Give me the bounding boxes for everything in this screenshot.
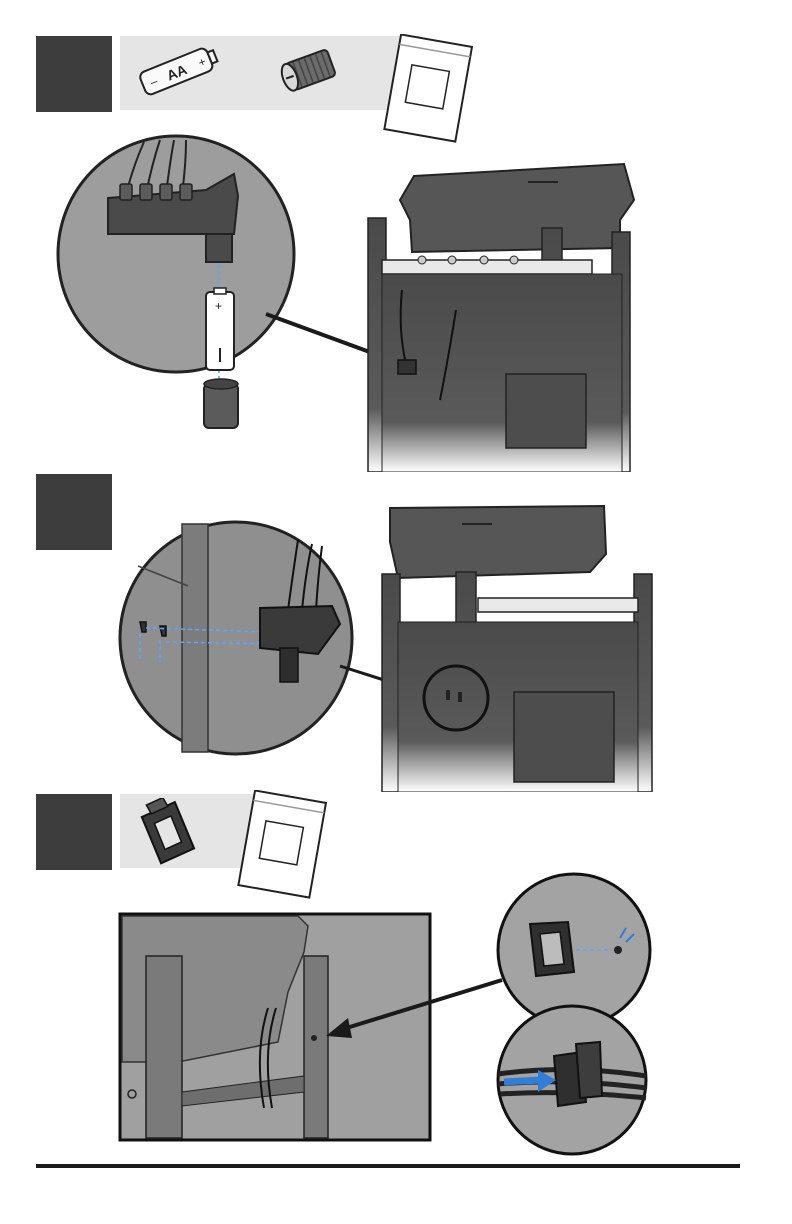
step-3-wire-routing-callout: [490, 1004, 654, 1156]
hardware-bag-icon: [378, 34, 478, 144]
step-3-number-box: [36, 794, 112, 870]
step-2-detail-callout: [118, 516, 358, 764]
detail-battery-plus: +: [215, 299, 222, 313]
step-3-pointer-arrow: [318, 972, 508, 1042]
footer-rule: [36, 1164, 740, 1168]
aa-battery-icon: – AA +: [130, 40, 230, 100]
battery-cap-icon: [275, 46, 345, 96]
step-2-number-box: [36, 474, 112, 550]
step-1-number-box: [36, 36, 112, 112]
wire-clip-icon: [134, 798, 200, 868]
hardware-bag-icon: [232, 790, 332, 900]
step-1-grill-illustration: [352, 160, 652, 472]
step-2-grill-illustration: [378, 502, 658, 792]
